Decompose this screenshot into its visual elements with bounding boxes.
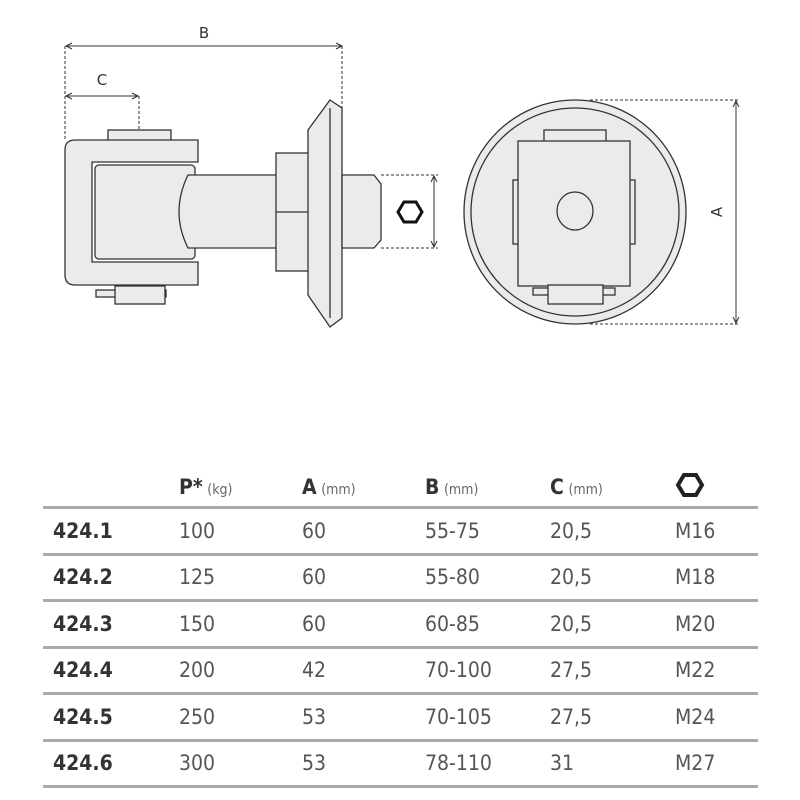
- header-key: B: [425, 475, 440, 499]
- model-code-cell: 424.6: [43, 740, 179, 788]
- header-thread: [675, 468, 758, 509]
- thread-size-cell: M20: [675, 600, 758, 649]
- load-kg-cell: 100: [179, 507, 302, 556]
- header-unit: (mm): [568, 482, 603, 498]
- dim-b-cell: 70-100: [425, 647, 550, 695]
- header-code: [43, 468, 179, 509]
- dim-a-cell: 60: [302, 600, 425, 649]
- header-key: A: [302, 475, 317, 499]
- header-load: P* (kg): [179, 468, 302, 509]
- load-kg-cell: 300: [179, 740, 302, 788]
- dim-c-cell: 27,5: [550, 647, 675, 695]
- header-a: A (mm): [302, 468, 425, 509]
- header-c: C (mm): [550, 468, 675, 509]
- thread-size-cell: M18: [675, 554, 758, 602]
- hexagon-icon: [675, 473, 705, 497]
- table-header-row: P* (kg) A (mm) B (mm) C (mm): [43, 468, 758, 509]
- hinge-front-view: [463, 99, 687, 325]
- hexagon-icon: [396, 200, 424, 224]
- load-kg-cell: 250: [179, 693, 302, 742]
- dimension-label-a: A: [708, 206, 726, 217]
- thread-size-cell: M22: [675, 647, 758, 695]
- dim-b-cell: 55-75: [425, 507, 550, 556]
- dimension-label-c: C: [97, 71, 107, 89]
- thread-size-cell: M16: [675, 507, 758, 556]
- load-kg-cell: 200: [179, 647, 302, 695]
- dim-c-cell: 20,5: [550, 507, 675, 556]
- thread-size-cell: M24: [675, 693, 758, 742]
- header-key: C: [550, 475, 564, 499]
- hinge-side-view: [64, 99, 382, 328]
- model-code-cell: 424.1: [43, 507, 179, 556]
- dim-a-cell: 42: [302, 647, 425, 695]
- dim-a-cell: 53: [302, 740, 425, 788]
- dim-b-cell: 60-85: [425, 600, 550, 649]
- header-b: B (mm): [425, 468, 550, 509]
- header-unit: (mm): [443, 482, 479, 498]
- dim-c-cell: 20,5: [550, 554, 675, 602]
- dim-c-cell: 31: [550, 740, 675, 788]
- dim-a-cell: 60: [302, 507, 425, 556]
- dim-a-cell: 60: [302, 554, 425, 602]
- header-unit: (kg): [207, 482, 233, 498]
- model-code-cell: 424.2: [43, 554, 179, 602]
- dim-a-cell: 53: [302, 693, 425, 742]
- dim-b-cell: 70-105: [425, 693, 550, 742]
- dimension-label-b: B: [199, 24, 209, 42]
- header-key: P*: [179, 475, 203, 499]
- header-unit: (mm): [321, 482, 356, 498]
- model-code-cell: 424.4: [43, 647, 179, 695]
- model-code-cell: 424.5: [43, 693, 179, 742]
- dimension-lines: [64, 42, 740, 325]
- thread-size-cell: M27: [675, 740, 758, 788]
- dim-c-cell: 27,5: [550, 693, 675, 742]
- load-kg-cell: 125: [179, 554, 302, 602]
- dim-b-cell: 55-80: [425, 554, 550, 602]
- technical-drawing: B C A: [64, 24, 740, 328]
- dim-b-cell: 78-110: [425, 740, 550, 788]
- model-code-cell: 424.3: [43, 600, 179, 649]
- load-kg-cell: 150: [179, 600, 302, 649]
- dim-c-cell: 20,5: [550, 600, 675, 649]
